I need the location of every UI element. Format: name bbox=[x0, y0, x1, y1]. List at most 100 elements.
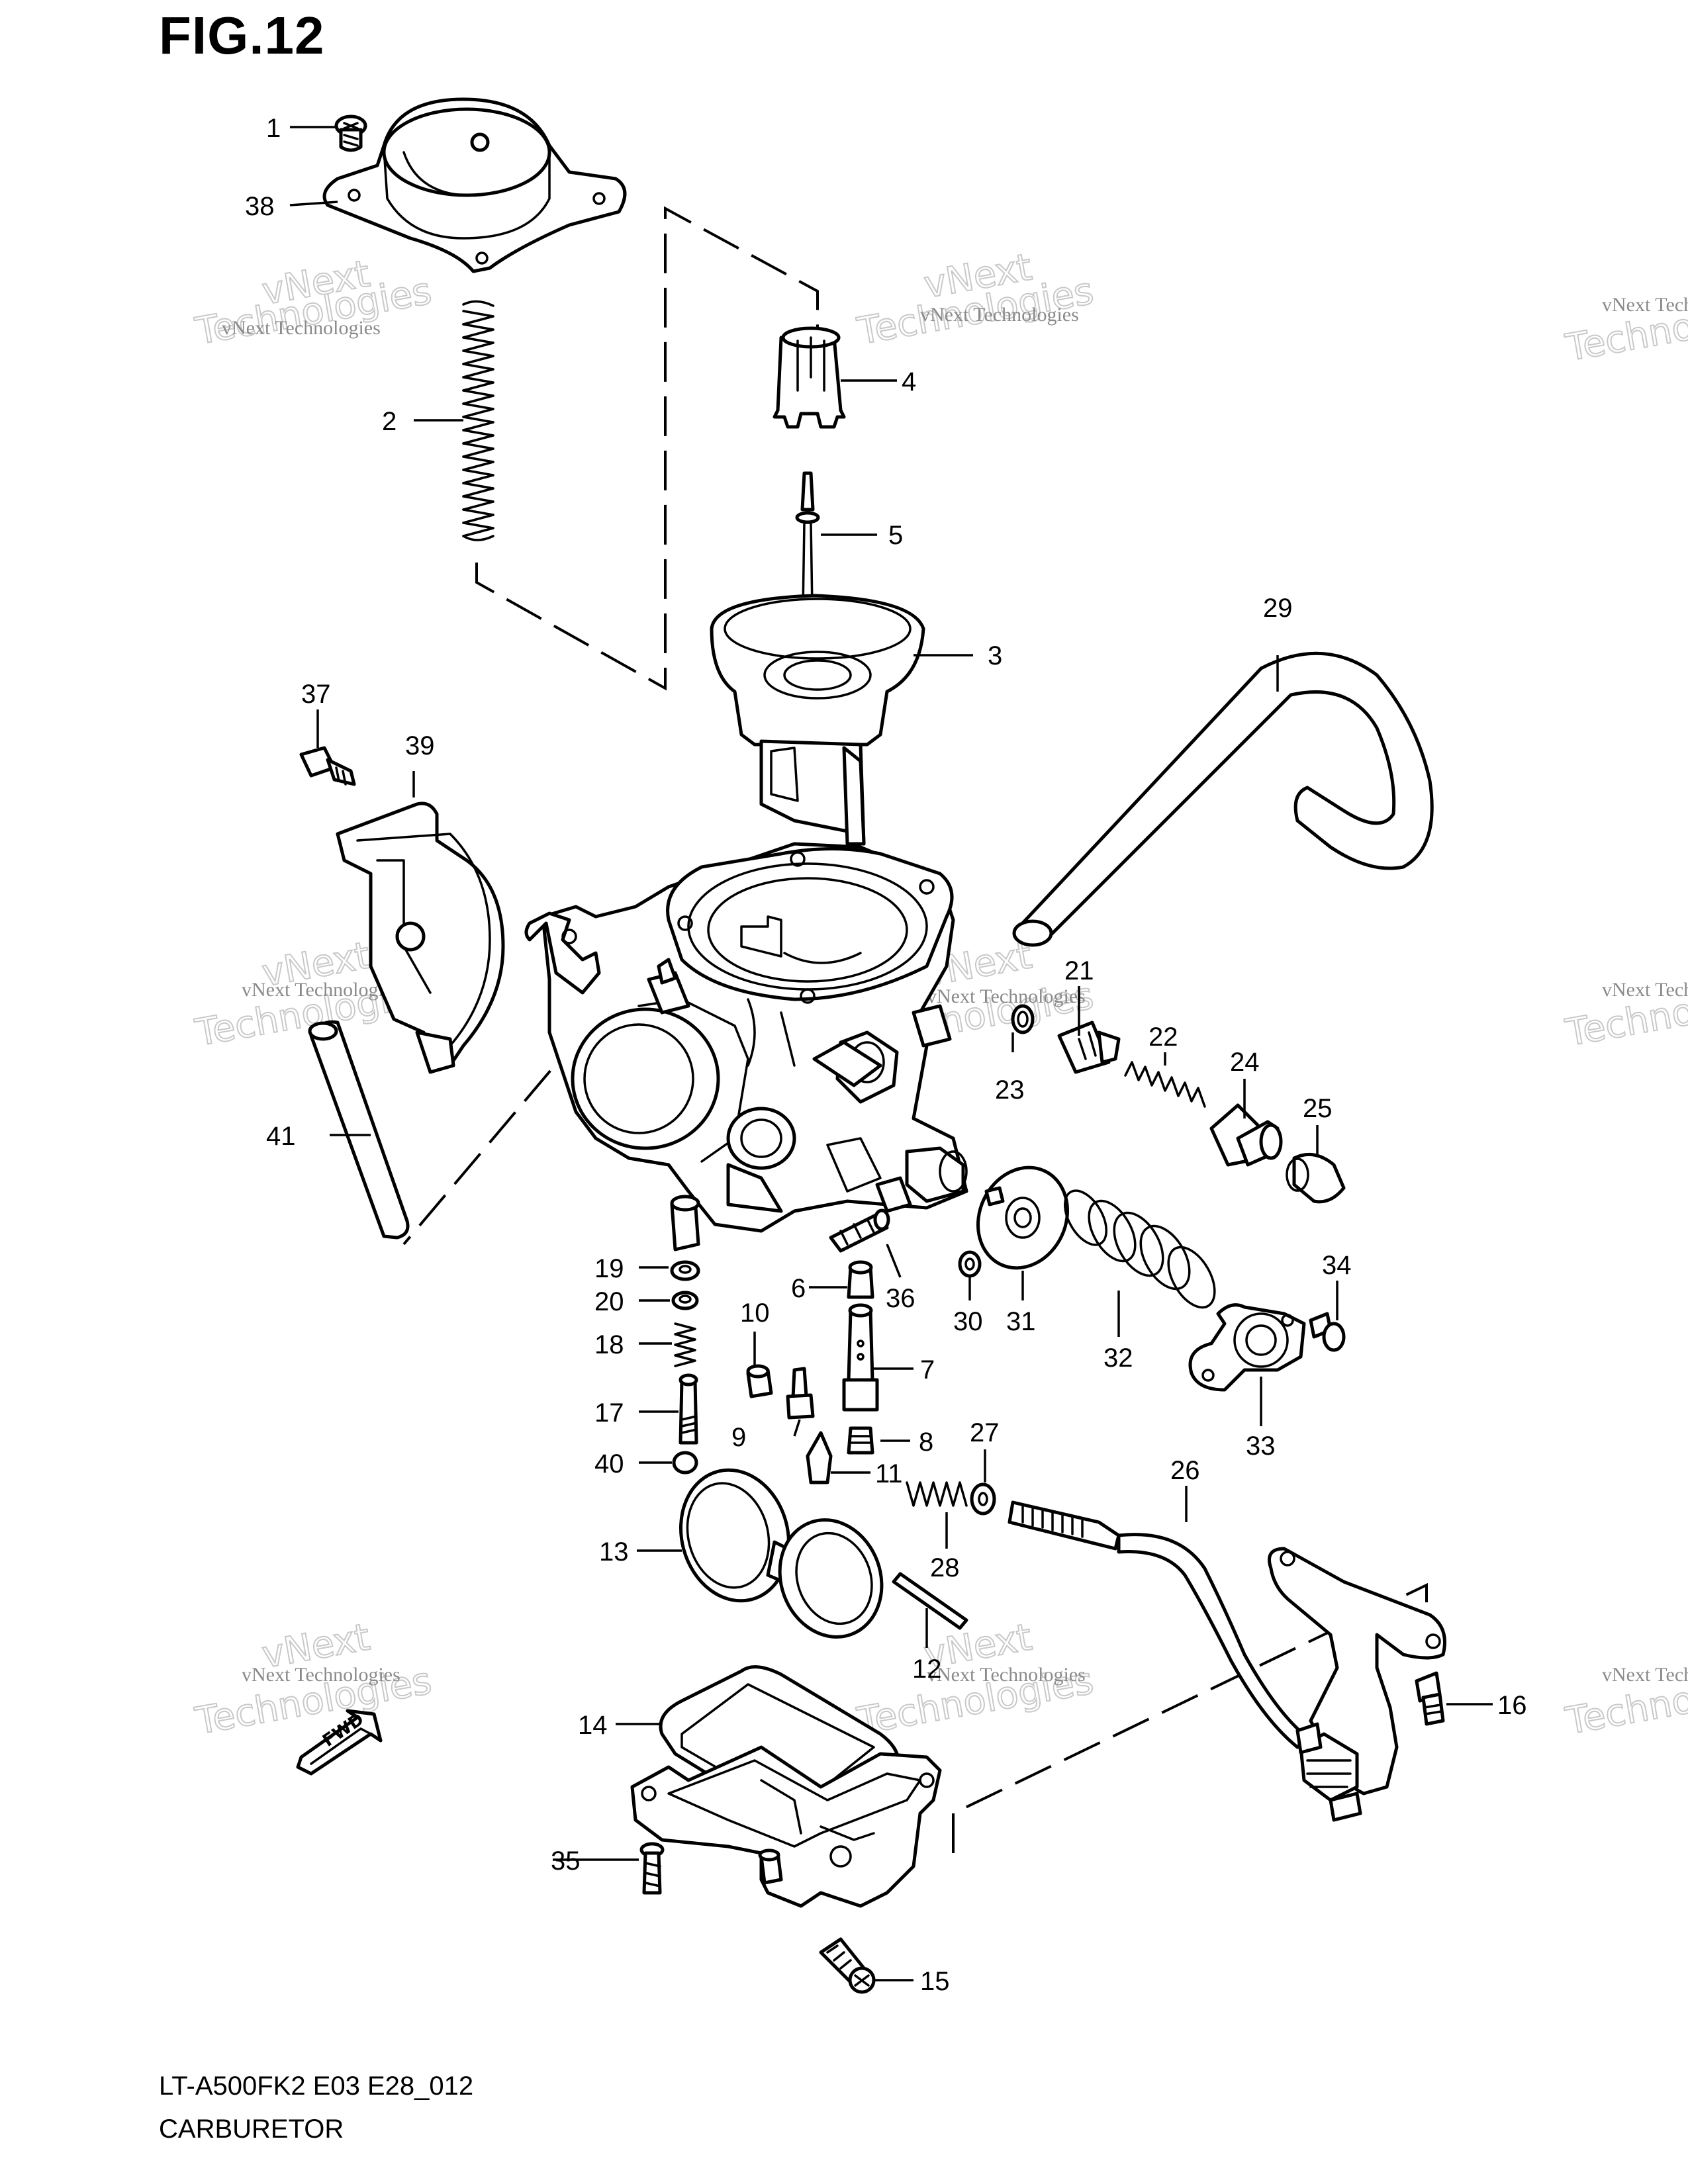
part-38-top-cover bbox=[322, 97, 627, 273]
callout-2: 2 bbox=[382, 407, 397, 436]
part-4-needle-retainer bbox=[773, 326, 846, 429]
part-2-spring bbox=[462, 300, 494, 541]
model-code: LT-A500FK2 E03 E28_012 bbox=[159, 2071, 474, 2101]
callout-1: 1 bbox=[266, 114, 281, 143]
callout-18: 18 bbox=[594, 1330, 624, 1359]
watermark-text: vNext Technologies bbox=[920, 304, 1079, 326]
part-3-diaphragm-piston bbox=[710, 594, 925, 846]
part-26-bracket bbox=[1268, 1547, 1446, 1822]
callout-36: 36 bbox=[886, 1284, 915, 1313]
dashed-line-bottom-right bbox=[952, 1582, 1428, 1853]
callout-25: 25 bbox=[1303, 1094, 1333, 1123]
callout-39: 39 bbox=[405, 731, 435, 760]
dashed-line-top-cover bbox=[475, 206, 819, 691]
leader-lines bbox=[289, 126, 1493, 1981]
part-12-pin bbox=[892, 1572, 968, 1630]
callout-37: 37 bbox=[301, 680, 331, 709]
part-1-screw bbox=[334, 114, 367, 152]
part-29-vent-hose bbox=[1012, 651, 1434, 947]
part-40-cap bbox=[672, 1451, 698, 1475]
callout-31: 31 bbox=[1006, 1307, 1036, 1336]
watermark-text: vNext Technologies bbox=[242, 1664, 400, 1686]
callout-12: 12 bbox=[912, 1655, 942, 1684]
part-6-needle-jet bbox=[847, 1260, 874, 1299]
part-33-cover bbox=[1188, 1303, 1306, 1392]
callout-30: 30 bbox=[953, 1307, 983, 1336]
callout-11: 11 bbox=[875, 1459, 903, 1488]
part-34-screw bbox=[1309, 1312, 1346, 1352]
part-10-jet bbox=[746, 1364, 773, 1398]
watermark-text: vNext Technologies bbox=[242, 979, 400, 1001]
part-13-float bbox=[679, 1468, 884, 1639]
part-20-o-ring bbox=[671, 1291, 699, 1310]
part-14-float-bowl bbox=[630, 1745, 942, 1908]
callout-8: 8 bbox=[919, 1428, 933, 1457]
part-25-cap bbox=[1286, 1152, 1346, 1204]
part-24-fitting bbox=[1209, 1103, 1283, 1167]
carburetor-body bbox=[524, 842, 968, 1251]
part-9-pilot-jet bbox=[786, 1367, 815, 1420]
callout-41: 41 bbox=[266, 1122, 296, 1151]
callout-28: 28 bbox=[930, 1553, 960, 1582]
part-36-filter bbox=[829, 1208, 890, 1253]
callout-34: 34 bbox=[1322, 1251, 1352, 1280]
callout-4: 4 bbox=[902, 367, 916, 396]
part-16-screw bbox=[1415, 1671, 1445, 1726]
callout-3: 3 bbox=[988, 641, 1002, 670]
callout-13: 13 bbox=[599, 1537, 629, 1567]
part-8-main-jet bbox=[847, 1426, 874, 1455]
part-37-bolt bbox=[299, 746, 356, 786]
part-7-main-jet-holder bbox=[842, 1303, 879, 1412]
callout-16: 16 bbox=[1497, 1691, 1527, 1720]
callout-labels: 1 2 3 4 5 6 7 8 9 10 11 12 13 14 15 16 1… bbox=[245, 114, 1527, 1996]
callout-20: 20 bbox=[594, 1287, 624, 1316]
callout-24: 24 bbox=[1230, 1048, 1260, 1077]
part-11-float-valve bbox=[806, 1431, 833, 1484]
part-35-screw bbox=[639, 1842, 665, 1895]
callout-6: 6 bbox=[791, 1274, 806, 1303]
part-23-o-ring bbox=[1011, 1004, 1035, 1034]
watermark-text: vNext Technologies bbox=[1602, 294, 1688, 316]
callout-23: 23 bbox=[995, 1075, 1025, 1105]
callout-33: 33 bbox=[1246, 1432, 1276, 1461]
watermark-text: vNext Technologies bbox=[222, 317, 381, 339]
callout-7: 7 bbox=[920, 1355, 935, 1385]
callout-32: 32 bbox=[1103, 1343, 1133, 1373]
part-27-washer bbox=[970, 1482, 996, 1516]
part-31-diaphragm bbox=[976, 1165, 1070, 1270]
part-32-spring bbox=[1064, 1189, 1216, 1309]
callout-27: 27 bbox=[970, 1418, 1000, 1447]
watermark-text: vNext Technologies bbox=[927, 985, 1086, 1007]
callout-10: 10 bbox=[740, 1298, 770, 1328]
callout-40: 40 bbox=[594, 1449, 624, 1479]
part-21-pilot-screw bbox=[1057, 1021, 1121, 1074]
part-18-spring bbox=[674, 1322, 696, 1367]
part-22-spring bbox=[1124, 1061, 1206, 1108]
callout-26: 26 bbox=[1170, 1456, 1200, 1485]
callout-22: 22 bbox=[1149, 1023, 1178, 1052]
watermark-text: vNext Technologies bbox=[1602, 979, 1688, 1001]
callout-14: 14 bbox=[578, 1711, 608, 1740]
callout-21: 21 bbox=[1064, 956, 1094, 985]
figure-title: FIG.12 bbox=[159, 6, 325, 65]
callout-38: 38 bbox=[245, 192, 275, 221]
part-19-washer bbox=[670, 1260, 700, 1281]
assembly-name: CARBURETOR bbox=[159, 2115, 344, 2144]
part-15-screw bbox=[819, 1937, 876, 1994]
callout-29: 29 bbox=[1263, 594, 1293, 623]
part-41-hose bbox=[308, 1020, 410, 1240]
callout-15: 15 bbox=[920, 1967, 950, 1996]
callout-35: 35 bbox=[551, 1846, 581, 1876]
watermark-text: vNext Technologies bbox=[1602, 1664, 1688, 1686]
callout-19: 19 bbox=[594, 1254, 624, 1283]
watermark-text: vNext Technologies bbox=[927, 1664, 1086, 1686]
callout-17: 17 bbox=[594, 1398, 624, 1428]
callout-5: 5 bbox=[888, 521, 903, 550]
part-17-pilot-screw bbox=[679, 1373, 698, 1445]
callout-9: 9 bbox=[731, 1423, 746, 1452]
part-30-nut bbox=[958, 1250, 982, 1278]
part-39-cable-bracket bbox=[336, 801, 505, 1074]
part-26-throttle-cable bbox=[1008, 1500, 1309, 1749]
